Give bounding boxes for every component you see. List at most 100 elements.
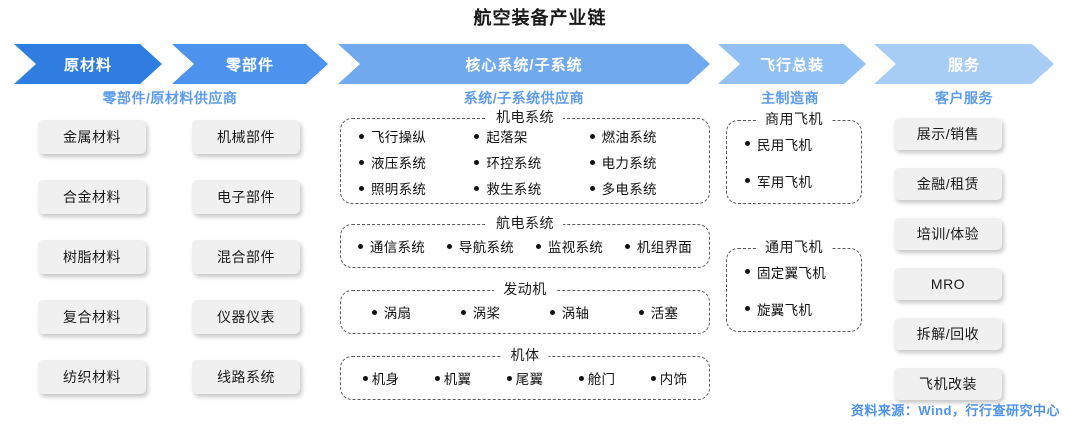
bullet-icon [474,133,480,139]
list-item[interactable]: 涡桨 [436,292,525,332]
bullet-icon [434,375,440,381]
list-item[interactable]: 活塞 [614,292,703,332]
bullet-icon [589,159,595,165]
list-item[interactable]: 环控系统 [468,149,583,175]
list-item-label: 通信系统 [369,240,426,255]
bullet-icon [506,375,512,381]
list-item-label: 活塞 [650,306,679,321]
list-item-label: 导航系统 [458,240,515,255]
list-item[interactable]: 电力系统 [584,149,699,175]
list-item[interactable]: 机身 [345,358,417,398]
bullet-icon [359,185,364,191]
list-item[interactable]: 机翼 [417,358,489,398]
group-title-avionics-systems: 航电系统 [487,213,563,233]
group-title-commercial-aircraft: 商用飞机 [756,109,832,129]
list-item[interactable]: 舱门 [561,358,633,398]
bullet-icon [357,243,363,249]
list-item[interactable]: 固定翼飞机 [745,262,861,282]
bullet-icon [745,306,750,311]
list-item-label: 涡桨 [472,306,501,321]
pill-raw-material-5[interactable]: 纺织材料 [38,360,146,394]
list-item-label: 内饰 [659,372,688,387]
pill-raw-material-2[interactable]: 合金材料 [38,180,146,214]
bullet-icon [745,269,750,274]
pill-raw-material-1[interactable]: 金属材料 [38,120,146,154]
pill-service-6[interactable]: 飞机改装 [894,368,1002,400]
pill-service-5[interactable]: 拆解/回收 [894,318,1002,350]
chain-stage-final-assembly[interactable]: 飞行总装 [718,44,866,84]
pill-raw-material-4[interactable]: 复合材料 [38,300,146,334]
list-item-label: 救生系统 [486,182,542,197]
pill-component-5[interactable]: 线路系统 [192,360,300,394]
list-item[interactable]: 军用飞机 [745,171,861,191]
list-item-label: 涡轴 [561,306,590,321]
group-box-general-aviation-aircraft: 通用飞机 固定翼飞机 旋翼飞机 [726,237,862,332]
caption-suppliers: 零部件/原材料供应商 [102,90,238,106]
group-title-airframe: 机体 [501,345,549,365]
bullet-icon [589,185,595,191]
pill-service-2[interactable]: 金融/租赁 [894,168,1002,200]
list-item-label: 军用飞机 [757,174,813,190]
list-item[interactable]: 起落架 [468,123,583,149]
chain-stage-components[interactable]: 零部件 [172,44,328,84]
pill-service-3[interactable]: 培训/体验 [894,218,1002,250]
pill-component-2[interactable]: 电子部件 [192,180,300,214]
chain-stage-services[interactable]: 服务 [874,44,1054,84]
bullet-icon [371,309,377,315]
list-item[interactable]: 照明系统 [353,175,468,201]
caption-customer-service: 客户服务 [935,90,993,106]
list-item[interactable]: 燃油系统 [584,123,699,149]
page-title: 航空装备产业链 [473,8,607,28]
list-item-label: 机翼 [443,372,472,387]
list-item[interactable]: 涡轴 [525,292,614,332]
source-note: 资料来源：Wind，行行查研究中心 [850,403,1060,418]
list-item[interactable]: 飞行操纵 [353,123,468,149]
list-item-label: 民用飞机 [757,137,813,153]
list-item-label: 机身 [371,372,400,387]
list-item[interactable]: 旋翼飞机 [745,299,861,319]
list-item[interactable]: 尾翼 [489,358,561,398]
pill-raw-material-3[interactable]: 树脂材料 [38,240,146,274]
list-item[interactable]: 通信系统 [347,226,436,266]
list-item[interactable]: 涡扇 [347,292,436,332]
pill-service-1[interactable]: 展示/销售 [894,118,1002,150]
group-title-engine: 发动机 [494,279,556,299]
list-item-label: 飞行操纵 [371,130,427,145]
group-box-avionics-systems: 航电系统 通信系统 导航系统 监视系统 机组界面 [340,213,710,268]
list-item[interactable]: 内饰 [633,358,705,398]
bullet-icon [359,159,364,165]
list-item-label: 多电系统 [601,182,657,197]
caption-oem: 主制造商 [761,90,819,106]
pill-component-4[interactable]: 仪器仪表 [192,300,300,334]
list-item[interactable]: 导航系统 [436,226,525,266]
list-item[interactable]: 监视系统 [525,226,614,266]
list-item-label: 起落架 [486,130,528,145]
group-box-mechatronic-systems: 机电系统 飞行操纵 起落架 燃油系统 液压系统 环控系统 电力系统 照明系统 救… [340,107,710,204]
pill-component-3[interactable]: 混合部件 [192,240,300,274]
bullet-icon [362,375,368,381]
list-item-label: 液压系统 [371,156,427,171]
bullet-icon [578,375,584,381]
group-box-engine: 发动机 涡扇 涡桨 涡轴 活塞 [340,279,710,334]
list-item-label: 固定翼飞机 [757,265,826,281]
chain-stage-raw-materials[interactable]: 原材料 [14,44,162,84]
list-item[interactable]: 救生系统 [468,175,583,201]
chain-stage-core-systems[interactable]: 核心系统/子系统 [338,44,710,84]
group-title-general-aviation-aircraft: 通用飞机 [756,237,832,257]
bullet-icon [549,309,555,315]
list-item-label: 尾翼 [515,372,544,387]
list-item[interactable]: 液压系统 [353,149,468,175]
list-item[interactable]: 机组界面 [614,226,703,266]
list-item-label: 旋翼飞机 [757,302,813,318]
list-item[interactable]: 多电系统 [584,175,699,201]
pill-component-1[interactable]: 机械部件 [192,120,300,154]
list-item-label: 电力系统 [601,156,657,171]
list-item[interactable]: 民用飞机 [745,134,861,154]
list-item-label: 燃油系统 [601,130,657,145]
caption-system-suppliers: 系统/子系统供应商 [463,90,585,106]
pill-service-4[interactable]: MRO [894,268,1002,300]
bullet-icon [535,243,541,249]
bullet-icon [446,243,452,249]
value-chain-arrow-band: 原材料 零部件 核心系统/子系统 飞行总装 服务 [0,44,1080,84]
bullet-icon [650,375,656,381]
